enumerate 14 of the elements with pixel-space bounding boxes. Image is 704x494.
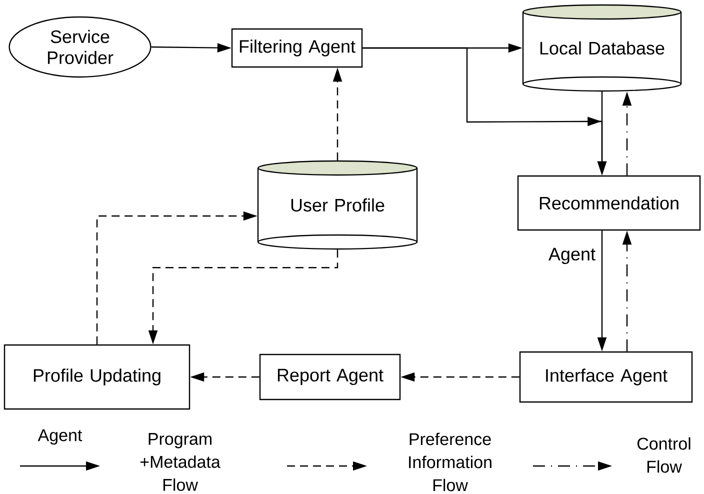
- process-box: Recommendation: [517, 175, 701, 231]
- process-box: Profile Updating: [4, 344, 190, 410]
- database-cylinder: Local Database: [522, 4, 682, 92]
- legend-text: Program +Metadata Flow: [140, 433, 220, 491]
- node-label: User Profile: [291, 198, 384, 212]
- process-box: Filtering Agent: [231, 28, 363, 68]
- database-cylinder: User Profile: [257, 160, 418, 250]
- legend-text: Preference Information Flow: [409, 432, 492, 492]
- legend-text: Control Flow: [637, 437, 690, 473]
- edge-label: Agent: [547, 246, 597, 266]
- process-box: Report Agent: [259, 354, 401, 400]
- process-box: Interface Agent: [519, 351, 693, 403]
- node-label: Local Database: [540, 41, 664, 55]
- text-label: Agent: [38, 429, 82, 445]
